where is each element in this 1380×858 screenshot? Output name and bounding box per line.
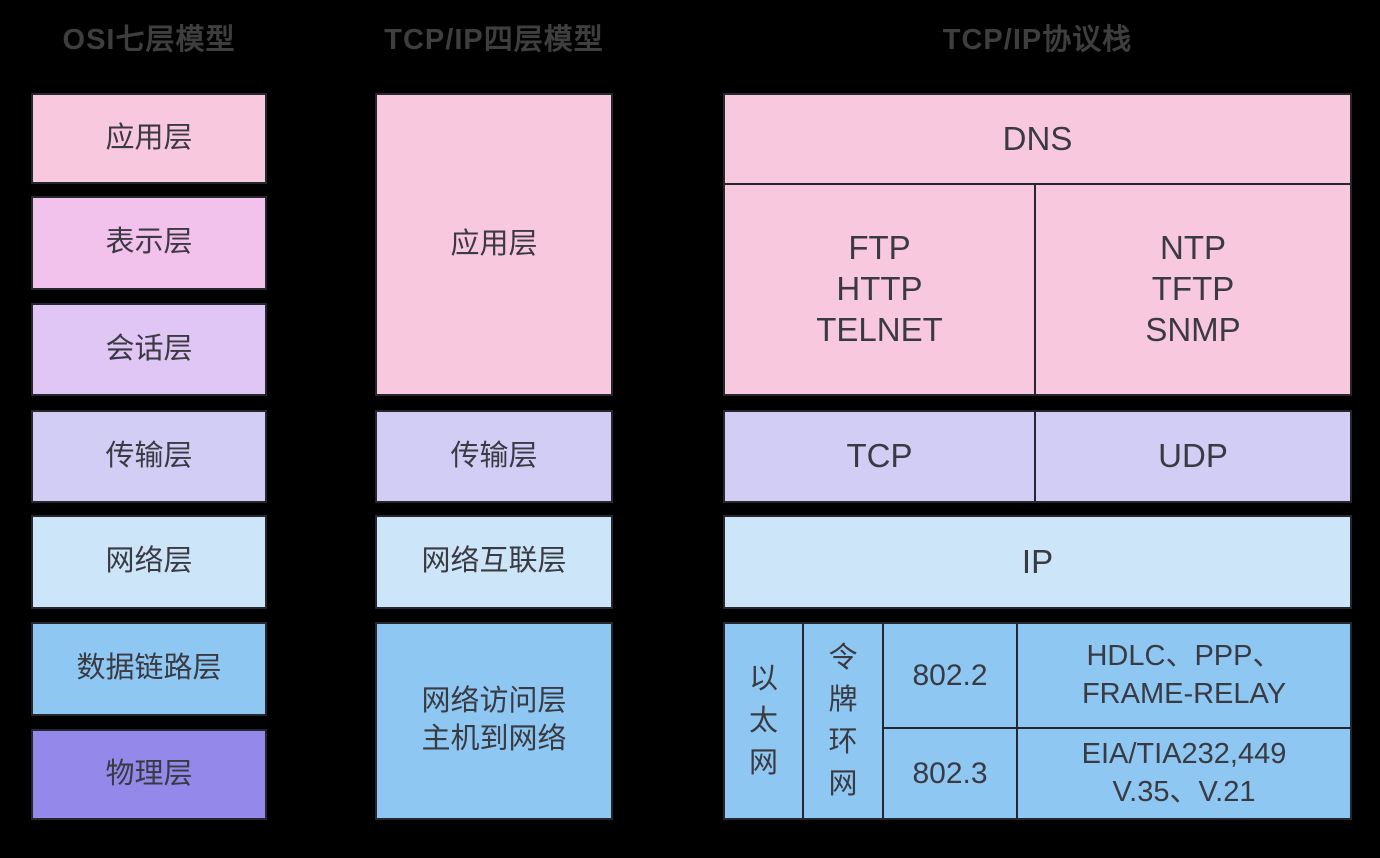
stack-ethernet: 以太网 [725,624,804,818]
tcpip-layer-application: 应用层 [375,93,613,396]
stack-transport-row: TCP UDP [723,410,1352,503]
stack-token-ring-label: 令牌环网 [828,641,858,801]
osi-layer-transport: 传输层 [31,410,267,503]
tcpip-layer-network-access: 网络访问层 主机到网络 [375,622,613,820]
stack-network-access-block: 以太网 令牌环网 802.2 HDLC、PPP、 FRAME-RELAY 802… [723,622,1352,820]
stack-token-ring: 令牌环网 [804,624,884,818]
tcpip-model-title: TCP/IP四层模型 [384,24,604,56]
stack-tcp: TCP [725,412,1036,501]
stack-application-block: DNS FTP HTTP TELNET NTP TFTP SNMP [723,93,1352,396]
stack-ethernet-label: 以太网 [748,662,778,780]
stack-8022: 802.2 [884,624,1018,729]
osi-layer-datalink: 数据链路层 [31,622,267,716]
tcpip-layer-transport: 传输层 [375,410,613,503]
osi-layer-session: 会话层 [31,303,267,396]
stack-dns: DNS [725,95,1350,185]
stack-application-protocols: FTP HTTP TELNET NTP TFTP SNMP [725,185,1350,394]
tcpip-layer-internet: 网络互联层 [375,515,613,609]
stack-ip: IP [723,515,1352,609]
osi-layer-physical: 物理层 [31,729,267,820]
stack-wan-upper: HDLC、PPP、 FRAME-RELAY [1018,624,1350,729]
stack-wan-lower: EIA/TIA232,449 V.35、V.21 [1081,737,1287,808]
stack-udp: UDP [1158,437,1228,475]
osi-layer-application: 应用层 [31,93,267,184]
stack-app-tcp-protocols: FTP HTTP TELNET [725,185,1036,394]
osi-model-title: OSI七层模型 [62,24,236,56]
stack-app-udp-protocols: NTP TFTP SNMP [1145,229,1241,348]
tcpip-stack-title: TCP/IP协议栈 [942,24,1133,56]
stack-8023: 802.3 [884,729,1018,818]
osi-layer-presentation: 表示层 [31,196,267,290]
osi-layer-network: 网络层 [31,515,267,609]
